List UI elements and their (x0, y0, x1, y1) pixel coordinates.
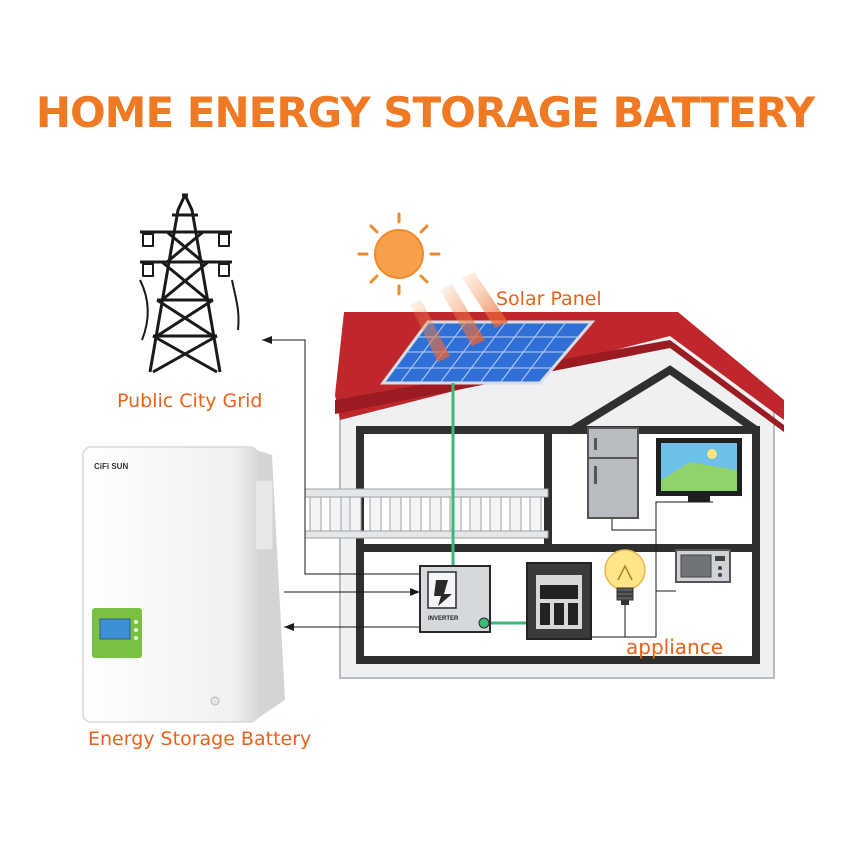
wiring (262, 339, 713, 638)
arrow-to-grid-icon (262, 336, 272, 344)
battery-label: Energy Storage Battery (88, 728, 312, 750)
inverter: INVERTER (419, 565, 491, 633)
sun-rays (410, 272, 508, 362)
arrow-to-inverter-icon (410, 588, 420, 596)
transmission-tower-icon (139, 193, 240, 374)
arrow-to-battery-icon (284, 623, 294, 631)
energy-storage-battery: CiFi SUN (82, 446, 285, 723)
television-icon (656, 438, 742, 502)
appliance-label: appliance (626, 635, 723, 659)
light-bulb-icon (604, 549, 646, 605)
sun-icon (357, 212, 441, 296)
refrigerator-icon (587, 427, 639, 519)
balcony (304, 488, 549, 539)
inverter-label: INVERTER (428, 616, 459, 622)
microwave-icon (675, 549, 731, 583)
solar-panel-label: Solar Panel (496, 288, 602, 310)
page-title: HOME ENERGY STORAGE BATTERY (35, 88, 815, 137)
grid-label: Public City Grid (117, 390, 263, 412)
breaker-panel (526, 562, 592, 640)
battery-brand: CiFi SUN (94, 462, 128, 471)
